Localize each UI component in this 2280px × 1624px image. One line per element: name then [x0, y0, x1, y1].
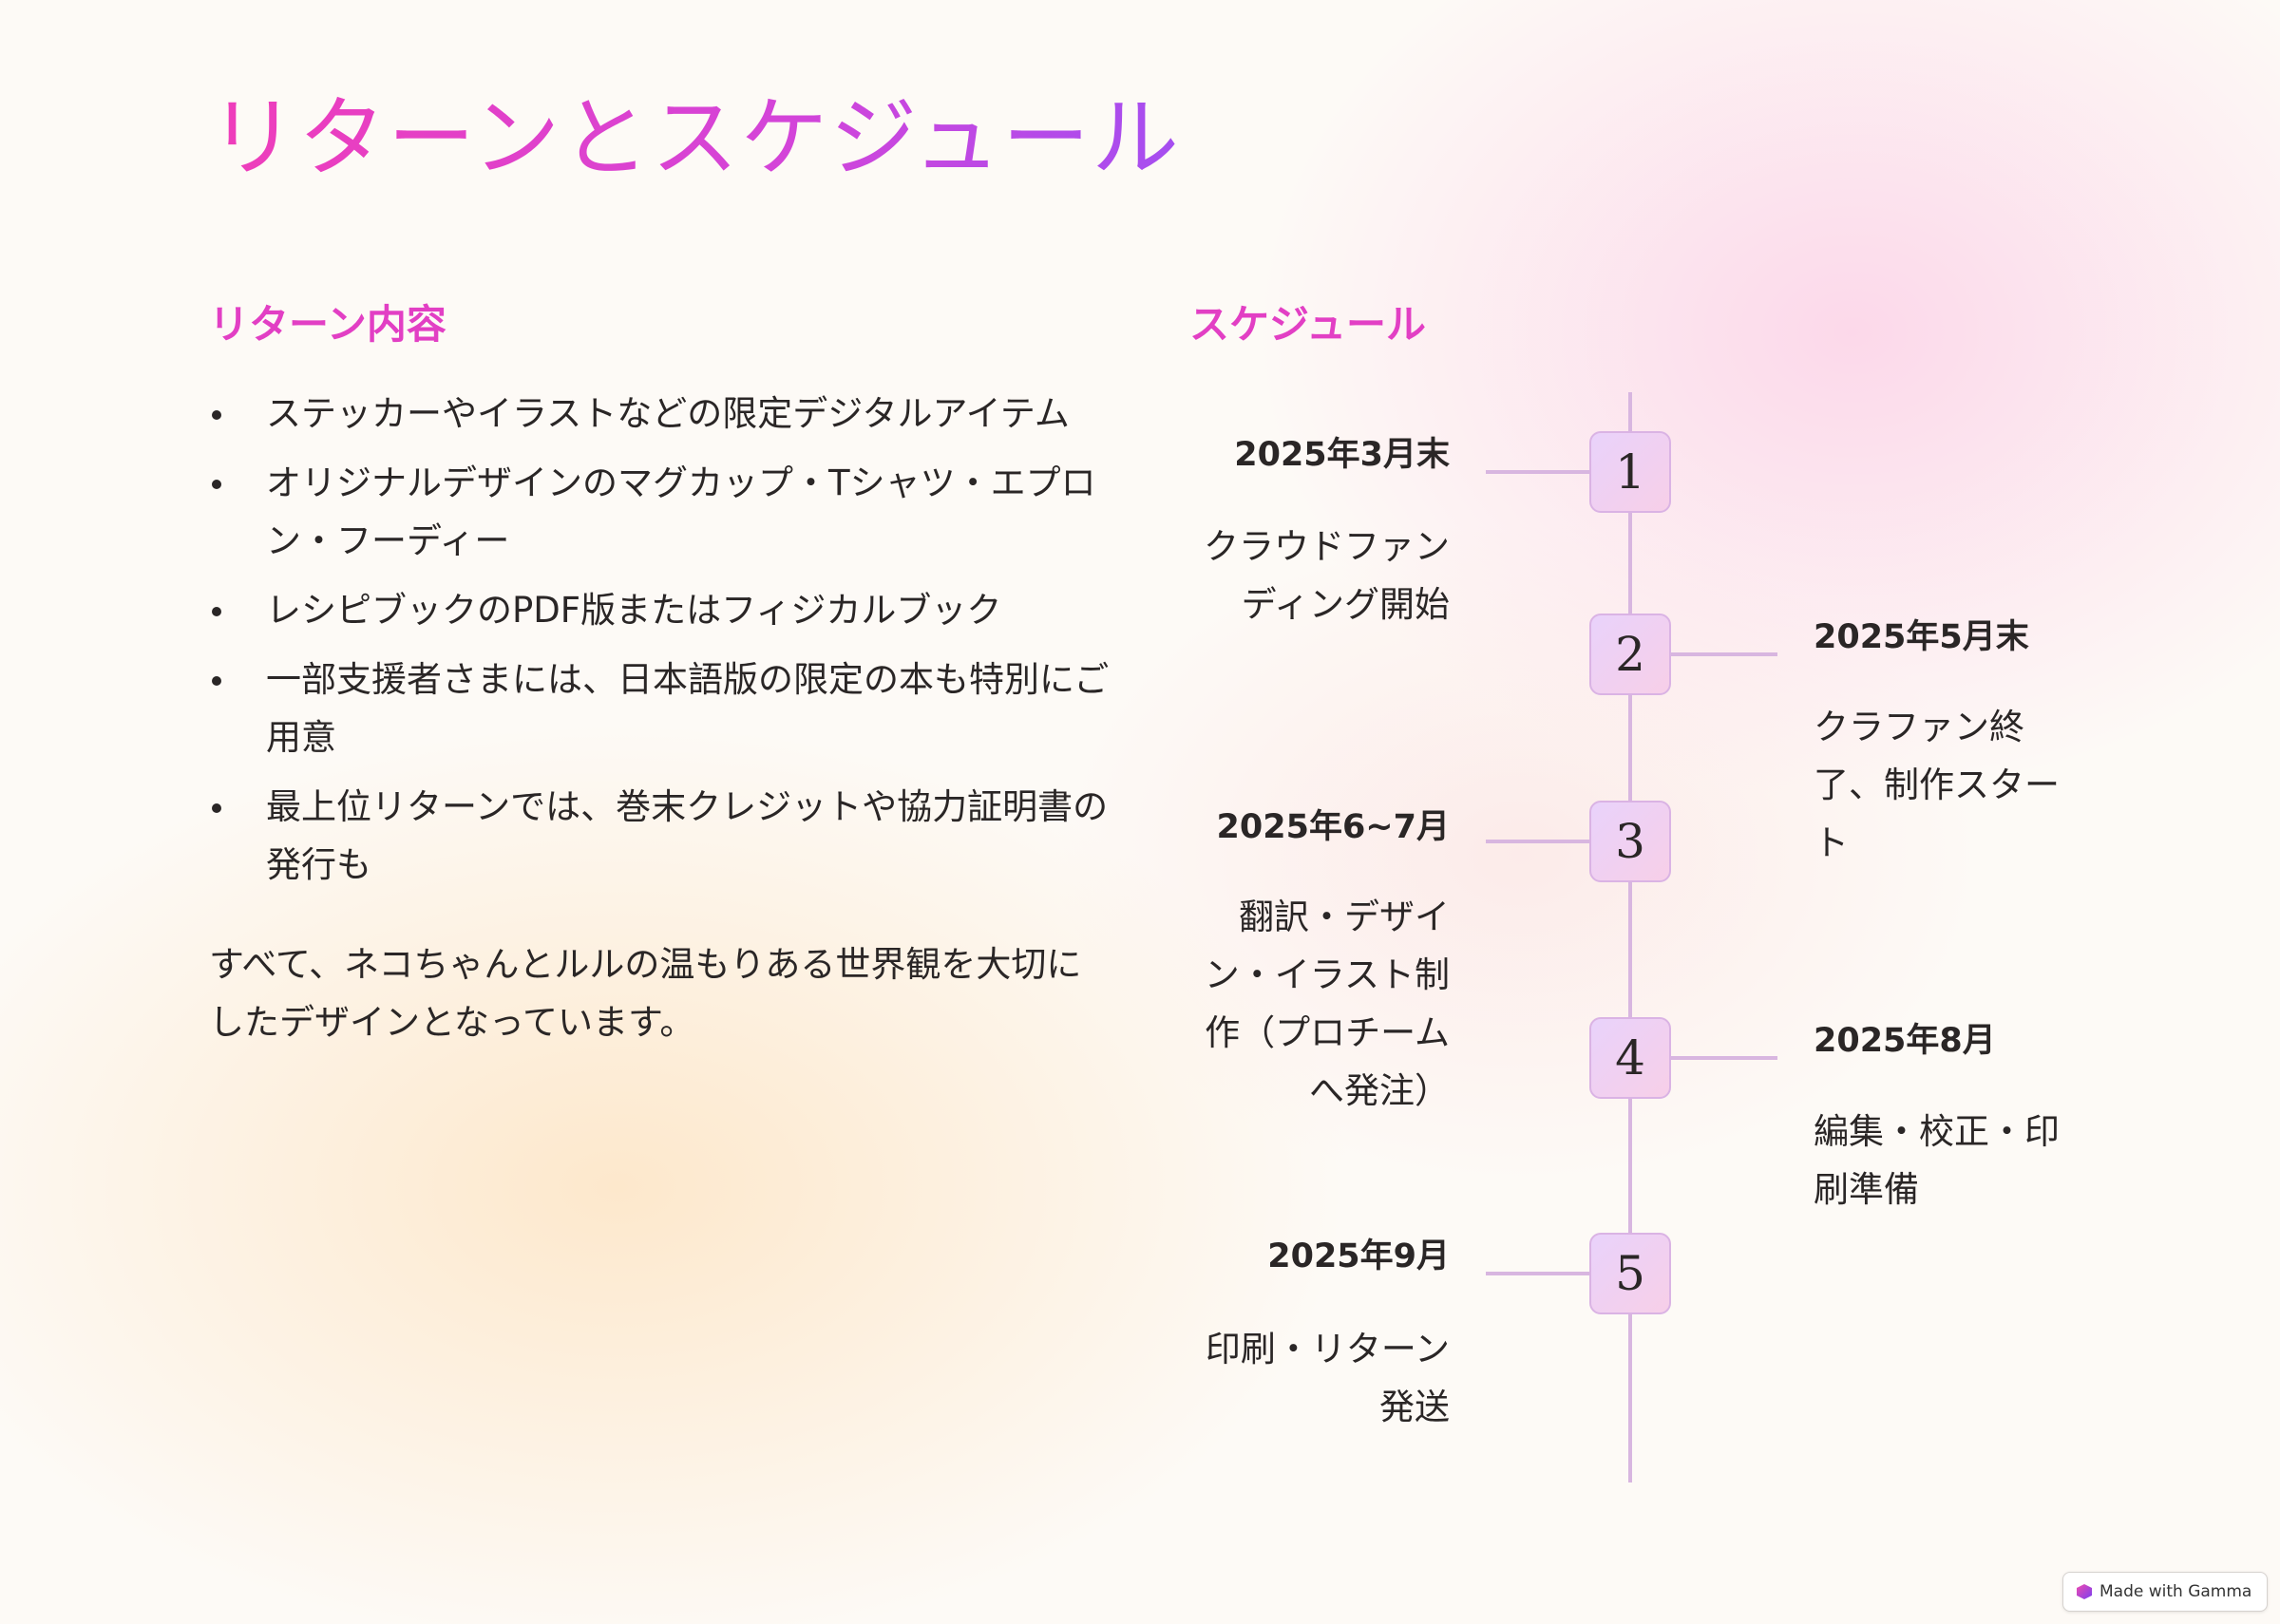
list-item: オリジナルデザインのマグカップ・Tシャツ・エプロン・フーディー: [209, 454, 1112, 570]
step-desc: クラウドファンディング開始: [1204, 526, 1450, 625]
badge-label: Made with Gamma: [2100, 1582, 2252, 1601]
timeline-line: [1628, 392, 1632, 1482]
made-with-gamma-badge[interactable]: Made with Gamma: [2062, 1572, 2268, 1612]
list-item: 最上位リターンでは、巻末クレジットや協力証明書の発行も: [209, 778, 1112, 894]
step-desc: 翻訳・デザイン・イラスト制作（プロチームへ発注）: [1204, 897, 1450, 1111]
step-desc: 印刷・リターン発送: [1205, 1329, 1450, 1427]
returns-heading: リターン内容: [209, 301, 446, 348]
timeline-connector: [1486, 470, 1590, 474]
step-number-4: 4: [1589, 1017, 1671, 1099]
step-date: 2025年9月: [1267, 1237, 1450, 1275]
returns-list: ステッカーやイラストなどの限定デジタルアイテム オリジナルデザインのマグカップ・…: [209, 385, 1112, 905]
step-date: 2025年3月末: [1234, 436, 1450, 474]
step-number-5: 5: [1589, 1233, 1671, 1314]
step-date: 2025年5月末: [1814, 618, 2029, 656]
schedule-heading: スケジュール: [1189, 301, 1427, 348]
step-number-2: 2: [1589, 614, 1671, 695]
timeline-connector: [1670, 1056, 1777, 1060]
list-item: レシピブックのPDF版またはフィジカルブック: [209, 581, 1112, 639]
step-desc: クラファン終了、制作スタート: [1814, 707, 2060, 863]
timeline-connector: [1486, 1272, 1590, 1275]
list-item: ステッカーやイラストなどの限定デジタルアイテム: [209, 385, 1112, 443]
page-title: リターンとスケジュール: [209, 87, 1181, 189]
step-date: 2025年8月: [1814, 1022, 1996, 1060]
timeline-connector: [1670, 652, 1777, 656]
timeline-connector: [1486, 840, 1590, 843]
step-date: 2025年6~7月: [1216, 808, 1450, 846]
step-desc: 編集・校正・印刷準備: [1814, 1111, 2060, 1210]
gamma-logo-icon: [2077, 1584, 2092, 1599]
list-item: 一部支援者さまには、日本語版の限定の本も特別にご用意: [209, 651, 1112, 766]
step-number-1: 1: [1589, 431, 1671, 513]
step-number-3: 3: [1589, 801, 1671, 882]
returns-note: すべて、ネコちゃんとルルの温もりある世界観を大切にしたデザインとなっています。: [209, 944, 1082, 1043]
